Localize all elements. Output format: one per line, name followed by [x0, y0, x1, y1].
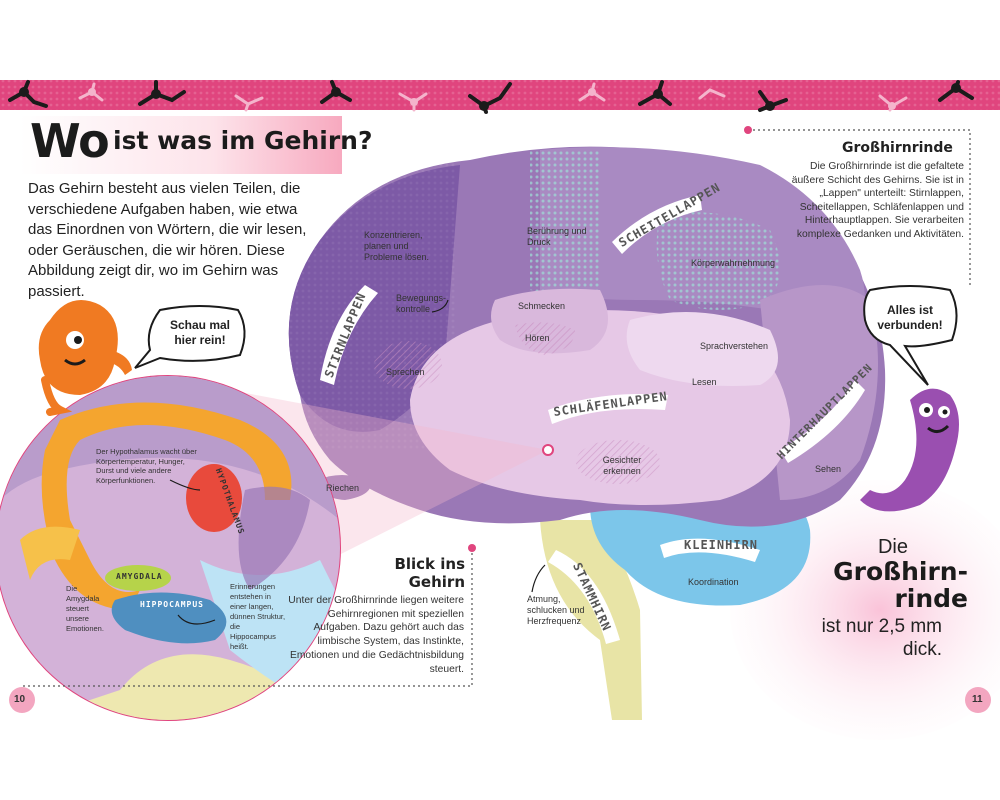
- inset-amygdala-text: Die Amygdala steuert unsere Emotionen.: [66, 584, 104, 633]
- blick-title: Blick ins Gehirn: [394, 555, 465, 591]
- region-hoeren: Hören: [525, 333, 550, 343]
- speech-bubble-left: [134, 305, 246, 369]
- region-sprachverstehen: Sprachverstehen: [700, 341, 769, 351]
- inset-erinnerungen-text: Erinnerungen entstehen in einer langen, …: [230, 582, 286, 651]
- page-number-right: 11: [972, 694, 983, 705]
- region-koerper: Körperwahrnehmung: [691, 258, 776, 268]
- inset-hypothalamus-text: Der Hypothalamus wacht über Körpertemper…: [96, 447, 197, 485]
- region-konzentrieren: Konzentrieren, planen und Probleme lösen…: [364, 230, 430, 262]
- speech-bubble-right-text: Alles ist verbunden!: [877, 303, 943, 332]
- lobe-label-kleinhirn: KLEINHIRN: [684, 538, 759, 552]
- hippocampus-shape: [111, 592, 227, 644]
- inset-amygdala-label: AMYGDALA: [116, 572, 163, 581]
- page-title-rest: ist was im Gehirn?: [113, 126, 373, 155]
- neuron-decorations: [8, 80, 974, 114]
- sidebar-text: Die Großhirnrinde ist die gefaltete äuße…: [791, 161, 964, 240]
- region-schmecken: Schmecken: [518, 301, 566, 311]
- title-background: [20, 116, 342, 174]
- page-number-left: 10: [14, 694, 26, 705]
- speech-bubble-left-text: Schau mal hier rein!: [169, 318, 231, 347]
- fact-line-1: Die: [877, 536, 908, 558]
- fact-line-2: Großhirn-rinde: [833, 557, 968, 613]
- fornix-shape: [41, 402, 292, 610]
- page-title-big: Wo: [30, 114, 110, 168]
- region-beruehrung: Berührung und Druck: [527, 226, 587, 247]
- region-riechen: Riechen: [326, 483, 360, 493]
- fact-line-3: ist nur 2,5 mm dick.: [821, 616, 942, 660]
- region-lesen: Lesen: [692, 377, 717, 387]
- region-sprechen: Sprechen: [386, 367, 425, 377]
- region-atmung: Atmung, schlucken und Herzfrequenz: [527, 594, 585, 626]
- blick-text: Unter der Großhirnrinde liegen weitere G…: [288, 595, 464, 675]
- region-bewegung: Bewegungs-kontrolle: [396, 293, 447, 314]
- region-sehen: Sehen: [815, 464, 842, 474]
- region-koordination: Koordination: [688, 577, 739, 587]
- inset-hippocampus-label: HIPPOCAMPUS: [140, 600, 204, 609]
- region-gesichter: Gesichter erkennen: [602, 455, 642, 476]
- speech-bubble-right: [863, 285, 958, 386]
- intro-paragraph: Das Gehirn besteht aus vielen Teilen, di…: [28, 180, 307, 300]
- sidebar-title: Großhirnrinde: [842, 140, 953, 156]
- purple-monster: [860, 388, 959, 512]
- orange-monster: [38, 300, 132, 416]
